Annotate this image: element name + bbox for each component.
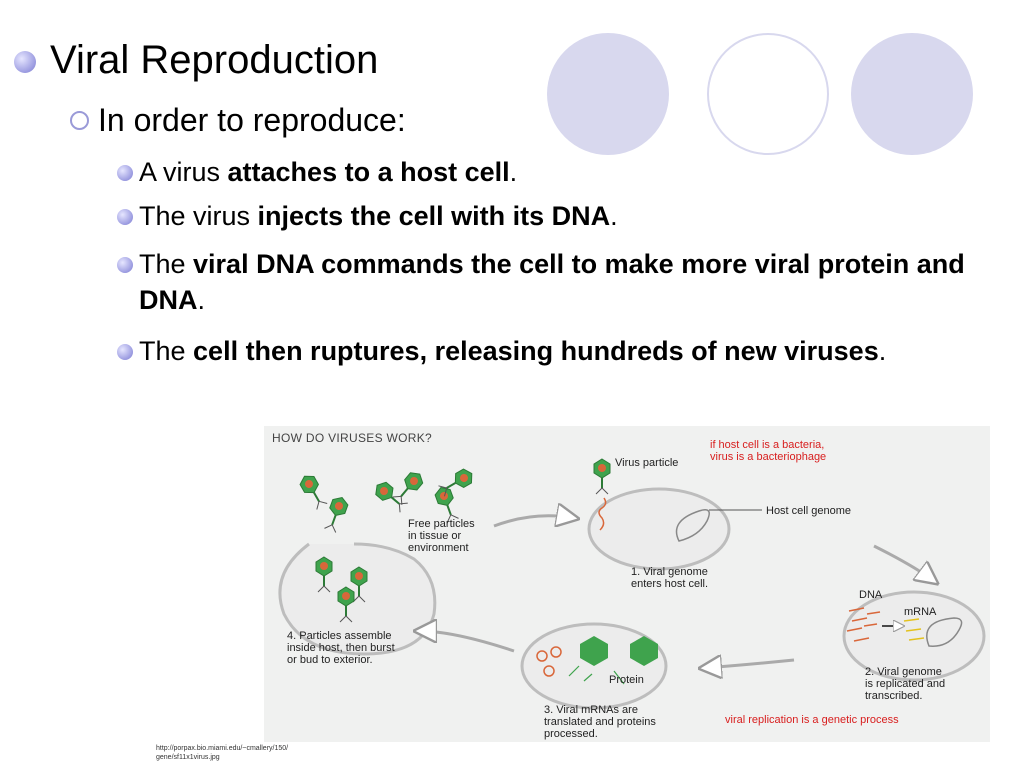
bullet-point-1: A virus attaches to a host cell. bbox=[117, 154, 967, 190]
host-genome-label: Host cell genome bbox=[766, 505, 851, 517]
point-text: A virus bbox=[139, 157, 228, 187]
point-bold: viral DNA commands the cell to make more… bbox=[139, 249, 965, 315]
bullet-icon bbox=[117, 209, 133, 225]
bullet-icon bbox=[117, 165, 133, 181]
step-2-label: 2. Viral genome is replicated and transc… bbox=[865, 666, 946, 702]
protein-label: Protein bbox=[609, 674, 644, 686]
virus-particle-label: Virus particle bbox=[615, 457, 679, 469]
cell-stage-2 bbox=[842, 590, 986, 682]
bullet-point-3: The viral DNA commands the cell to make … bbox=[117, 246, 967, 318]
point-text: The bbox=[139, 249, 194, 279]
mrna-label: mRNA bbox=[904, 606, 937, 618]
decorative-circle-middle bbox=[707, 33, 829, 155]
decorative-circle-right bbox=[851, 33, 973, 155]
point-text: The virus bbox=[139, 201, 258, 231]
cell-stage-4 bbox=[278, 542, 437, 656]
subtitle-row: In order to reproduce: bbox=[70, 102, 406, 139]
bullet-icon bbox=[14, 51, 36, 73]
diagram-heading: HOW DO VIRUSES WORK? bbox=[272, 431, 433, 445]
step-3-label: 3. Viral mRNAs are translated and protei… bbox=[544, 704, 656, 740]
cycle-arrows bbox=[419, 516, 934, 668]
point-end: . bbox=[610, 201, 618, 231]
point-bold: injects the cell with its DNA bbox=[257, 201, 611, 231]
point-end: . bbox=[197, 285, 206, 315]
slide-subtitle: In order to reproduce: bbox=[98, 102, 406, 138]
bullet-icon bbox=[117, 344, 133, 360]
bullet-point-2: The virus injects the cell with its DNA. bbox=[117, 198, 967, 234]
step-1-label: 1. Viral genome enters host cell. bbox=[631, 566, 709, 590]
step-4-label: 4. Particles assemble inside host, then … bbox=[287, 630, 395, 666]
cell-stage-3 bbox=[520, 622, 668, 710]
slide-title-row: Viral Reproduction bbox=[14, 38, 378, 83]
hollow-bullet-icon bbox=[70, 111, 89, 130]
free-particles-label: Free particles in tissue or environment bbox=[408, 518, 475, 554]
image-source-credit: http://porpax.bio.miami.edu/~cmallery/15… bbox=[156, 745, 289, 761]
point-text: The bbox=[139, 336, 194, 366]
point-end: . bbox=[509, 157, 518, 187]
virus-lifecycle-diagram: HOW DO VIRUSES WORK? if host cell is a b… bbox=[264, 426, 990, 742]
point-end: . bbox=[878, 336, 887, 366]
bacteriophage-note: if host cell is a bacteria, virus is a b… bbox=[710, 439, 827, 463]
bullet-icon bbox=[117, 257, 133, 273]
point-bold: attaches to a host cell bbox=[227, 157, 510, 187]
dna-label: DNA bbox=[859, 589, 883, 601]
slide-title: Viral Reproduction bbox=[50, 38, 379, 82]
cell-stage-1 bbox=[587, 458, 762, 571]
diagram-artwork bbox=[278, 458, 986, 710]
genetic-process-note: viral replication is a genetic process bbox=[725, 714, 899, 726]
point-bold: cell then ruptures, releasing hundreds o… bbox=[193, 336, 879, 366]
bullet-point-4: The cell then ruptures, releasing hundre… bbox=[117, 333, 967, 369]
decorative-circle-left bbox=[547, 33, 669, 155]
